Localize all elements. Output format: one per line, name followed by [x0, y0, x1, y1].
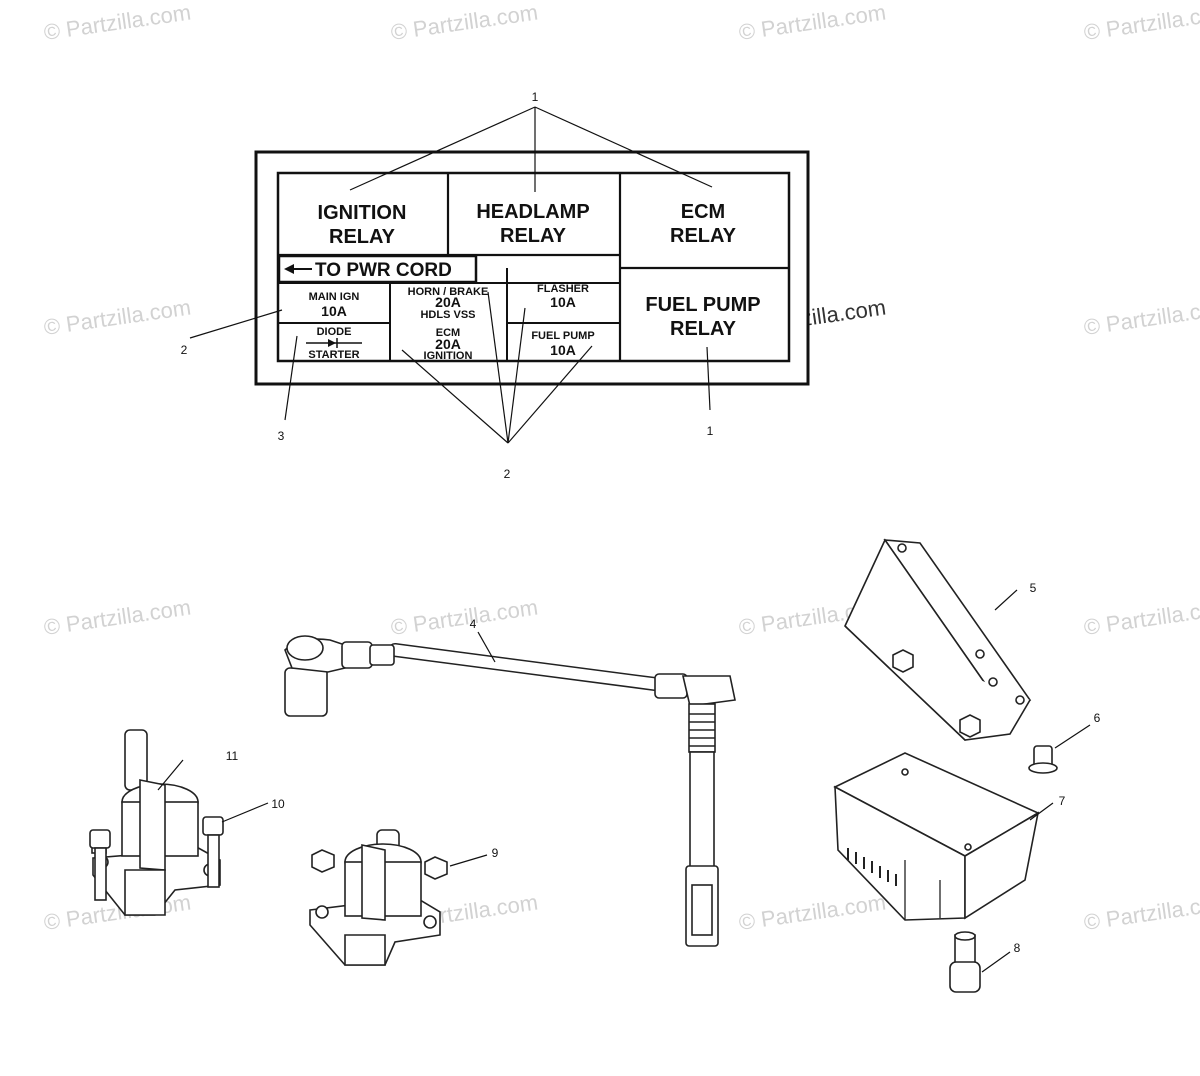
watermark: © Partzilla.com — [1082, 0, 1200, 45]
starter-label: STARTER — [308, 349, 359, 361]
callout-6: 6 — [1094, 711, 1101, 725]
ecm-fuse-sub: IGNITION — [424, 350, 473, 362]
callout-1-right: 1 — [707, 424, 714, 438]
watermarks: © Partzilla.com © Partzilla.com © Partzi… — [42, 0, 1200, 935]
screw — [949, 931, 981, 993]
ignition-relay-line1: IGNITION — [318, 202, 407, 224]
watermark: © Partzilla.com — [42, 0, 192, 45]
watermark: © Partzilla.com — [42, 295, 192, 340]
headlamp-relay-line2: RELAY — [500, 225, 567, 247]
callout-7: 7 — [1059, 794, 1066, 808]
ignition-coil-left — [92, 729, 221, 916]
callout-2-left: 2 — [181, 343, 188, 357]
watermark: © Partzilla.com — [389, 595, 539, 640]
headlamp-relay-line1: HEADLAMP — [476, 201, 589, 223]
callout-9: 9 — [492, 846, 499, 860]
diode-symbol-icon — [306, 338, 362, 348]
callout-8: 8 — [1014, 941, 1021, 955]
fuse-box-leaders — [189, 106, 713, 444]
callout-2-bottom: 2 — [504, 467, 511, 481]
callout-11: 11 — [226, 749, 239, 763]
callout-4: 4 — [470, 617, 477, 631]
nut-right — [424, 856, 448, 880]
watermark: © Partzilla.com — [737, 0, 887, 45]
fuel-pump-fuse-amps: 10A — [550, 342, 576, 358]
ecm-fuse-label: ECM — [436, 327, 460, 339]
main-ign-fuse-label: MAIN IGN — [309, 291, 360, 303]
watermark: © Partzilla.com — [1082, 295, 1200, 340]
nut-left — [311, 849, 335, 873]
callout-1-top: 1 — [532, 90, 539, 104]
ecm-fuse-amps: 20A — [435, 336, 461, 352]
bolt-left — [89, 829, 111, 901]
watermark: © Partzilla.com — [389, 0, 539, 45]
callout-3: 3 — [278, 429, 285, 443]
ecm-relay-line2: RELAY — [670, 225, 737, 247]
pwr-cord-label: TO PWR CORD — [315, 260, 452, 281]
bolt-right — [202, 816, 224, 888]
horn-brake-fuse-sub: HDLS VSS — [420, 309, 475, 321]
watermark: © Partzilla.com — [737, 890, 887, 935]
flasher-fuse-label: FLASHER — [537, 283, 589, 295]
fuse-box-label: TO PWR CORD IGNITION RELAY HEADLAMP RELA… — [254, 150, 810, 386]
rivet — [1028, 745, 1058, 774]
mounting-bracket — [844, 538, 1032, 742]
ignition-coil-right — [309, 829, 441, 966]
horn-brake-fuse-amps: 20A — [435, 294, 461, 310]
arrow-left-icon — [284, 264, 312, 274]
spark-plug-wire — [284, 635, 736, 947]
ecm-module — [833, 752, 1040, 921]
ignition-relay-line2: RELAY — [329, 226, 396, 248]
fuel-pump-relay-line1: FUEL PUMP — [645, 294, 760, 316]
fuel-pump-relay-line2: RELAY — [670, 318, 737, 340]
main-ign-fuse-amps: 10A — [321, 303, 347, 319]
watermark: © Partzilla.com — [1082, 595, 1200, 640]
ecm-relay-line1: ECM — [681, 201, 725, 223]
horn-brake-fuse-label: HORN / BRAKE — [408, 286, 489, 298]
watermark: © Partzilla.com — [1082, 890, 1200, 935]
diode-label: DIODE — [317, 326, 352, 338]
flasher-fuse-amps: 10A — [550, 294, 576, 310]
fuel-pump-fuse-label: FUEL PUMP — [531, 330, 594, 342]
callout-10: 10 — [271, 797, 285, 811]
callout-5: 5 — [1030, 581, 1037, 595]
watermark: © Partzilla.com — [42, 595, 192, 640]
